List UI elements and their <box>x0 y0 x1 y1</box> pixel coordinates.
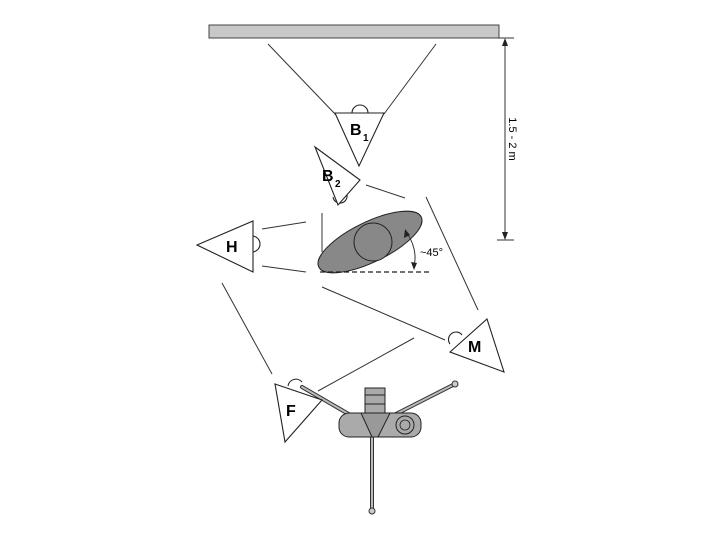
tripod-foot-back <box>368 507 376 515</box>
distance-arrow-up <box>502 38 508 46</box>
light-m-mount <box>447 331 463 345</box>
light-b1-label: B <box>350 122 362 139</box>
tripod-foot-right <box>451 380 459 388</box>
f-beam-left <box>221 282 273 375</box>
camera-viewfinder <box>364 387 386 415</box>
light-f-mount <box>287 378 303 387</box>
m-beam-upper <box>425 196 479 311</box>
camera <box>338 387 422 438</box>
light-b1-subscript: 1 <box>363 133 369 144</box>
light-m-body <box>448 318 505 373</box>
distance-arrow-down <box>502 232 508 240</box>
light-h-body <box>195 220 254 273</box>
b1-beam-right <box>383 43 437 115</box>
b1-beam-left <box>267 43 337 116</box>
light-b2-body <box>313 145 361 207</box>
camera-lens-mount <box>360 412 391 438</box>
h-beam-bottom <box>261 265 307 273</box>
subject-head <box>353 222 393 262</box>
light-f: F <box>274 378 323 444</box>
distance-label: 1.5 - 2 m <box>506 117 518 160</box>
angle-arrow-bottom <box>411 262 417 270</box>
light-m: M <box>447 318 505 373</box>
light-b2-label: B <box>322 168 334 185</box>
tripod-leg-right-inner <box>391 383 456 417</box>
h-beam-top <box>261 221 307 230</box>
light-b2: B 2 <box>313 145 361 207</box>
light-m-label: M <box>468 339 481 356</box>
light-h-label: H <box>226 239 238 256</box>
b2-beam-right <box>365 184 406 199</box>
light-h-mount <box>251 235 261 253</box>
light-b1-body <box>334 112 385 168</box>
light-f-body <box>274 383 323 444</box>
tripod-leg-left-inner <box>301 386 353 417</box>
subject <box>317 210 423 274</box>
light-h: H <box>195 220 261 273</box>
m-beam-lower <box>321 286 446 341</box>
camera-lens-inner <box>399 419 411 431</box>
camera-lens <box>395 415 415 435</box>
angle-arrow-top <box>404 229 410 238</box>
light-b1-mount <box>351 104 369 114</box>
overhead-bar <box>208 24 500 39</box>
light-f-label: F <box>286 403 296 420</box>
light-b2-subscript: 2 <box>335 179 341 190</box>
f-beam-right <box>317 337 415 392</box>
angle-label: ~45° <box>420 247 443 259</box>
light-b1: B 1 <box>334 104 385 168</box>
